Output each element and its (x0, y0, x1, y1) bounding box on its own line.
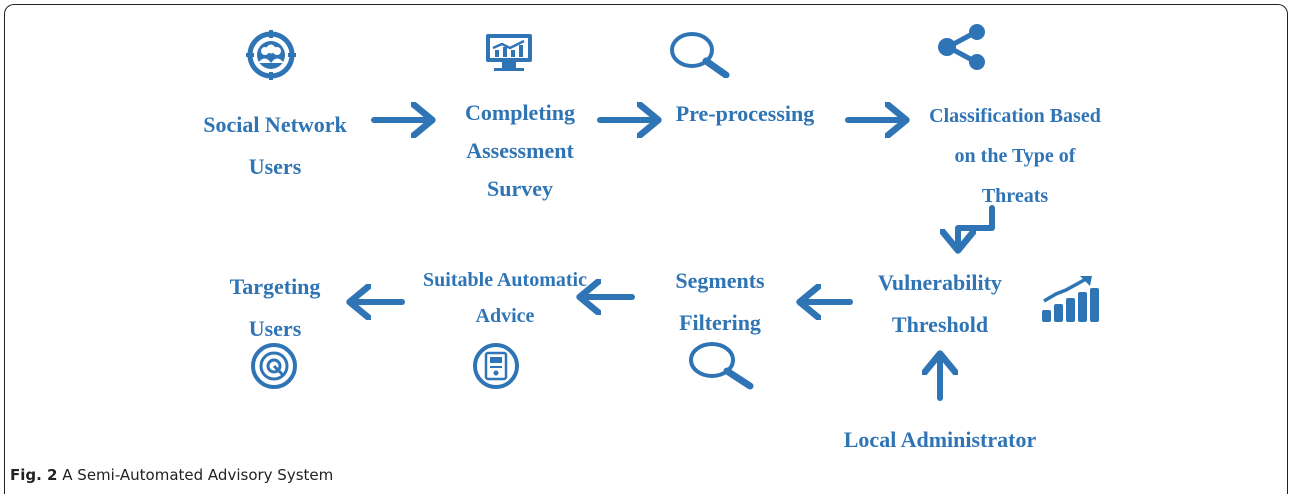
node-classification-line-1: Classification Based (929, 105, 1101, 127)
node-segments-filtering-line-2: Filtering (679, 310, 761, 335)
node-suitable-advice: Suitable Automatic Advice (405, 262, 605, 334)
node-classification-line-3: Threats (981, 185, 1049, 207)
node-local-administrator: Local Administrator (810, 422, 1070, 458)
document-icon (473, 343, 519, 389)
node-targeting-users: Targeting Users (195, 266, 355, 350)
edge-classification-to-vulnerability (958, 205, 995, 248)
node-social-network-users: Social Network Users (165, 104, 385, 188)
node-vulnerability-threshold-line-2: Threshold (891, 312, 989, 337)
node-vulnerability-threshold-line-1: Vulnerability (878, 270, 1002, 295)
node-vulnerability-threshold: Vulnerability Threshold (845, 262, 1035, 346)
node-segments-filtering-line-1: Segments (675, 268, 765, 293)
node-local-administrator-line-1: Local Administrator (843, 427, 1037, 452)
node-classification-line-2: on the Type of (954, 145, 1076, 167)
node-completing-survey-line-2: Assessment (466, 138, 574, 163)
search-icon (670, 32, 730, 78)
figure-caption-text: A Semi-Automated Advisory System (62, 466, 334, 484)
figure-caption-label: Fig. 2 (10, 466, 58, 484)
node-completing-survey-line-3: Survey (487, 176, 553, 201)
node-completing-survey: Completing Assessment Survey (420, 94, 620, 208)
node-pre-processing-line-1: Pre-processing (675, 101, 815, 126)
node-social-network-users-line-2: Users (248, 154, 302, 179)
figure-frame (4, 4, 1288, 494)
node-suitable-advice-line-1: Suitable Automatic (423, 269, 587, 291)
target-icon (251, 343, 297, 389)
node-suitable-advice-line-2: Advice (475, 305, 535, 327)
bar-chart-trend-icon (1042, 276, 1099, 322)
node-classification: Classification Based on the Type of Thre… (895, 96, 1135, 216)
search-icon (689, 342, 754, 390)
node-targeting-users-line-2: Users (248, 316, 302, 341)
figure-caption: Fig. 2 A Semi-Automated Advisory System (10, 466, 333, 484)
node-completing-survey-line-1: Completing (465, 100, 575, 125)
node-pre-processing: Pre-processing (650, 98, 840, 130)
node-targeting-users-line-1: Targeting (229, 274, 321, 299)
share-icon (938, 24, 985, 70)
users-target-icon (246, 30, 296, 80)
node-social-network-users-line-1: Social Network (203, 112, 347, 137)
monitor-chart-icon (486, 34, 532, 71)
node-segments-filtering: Segments Filtering (630, 260, 810, 344)
